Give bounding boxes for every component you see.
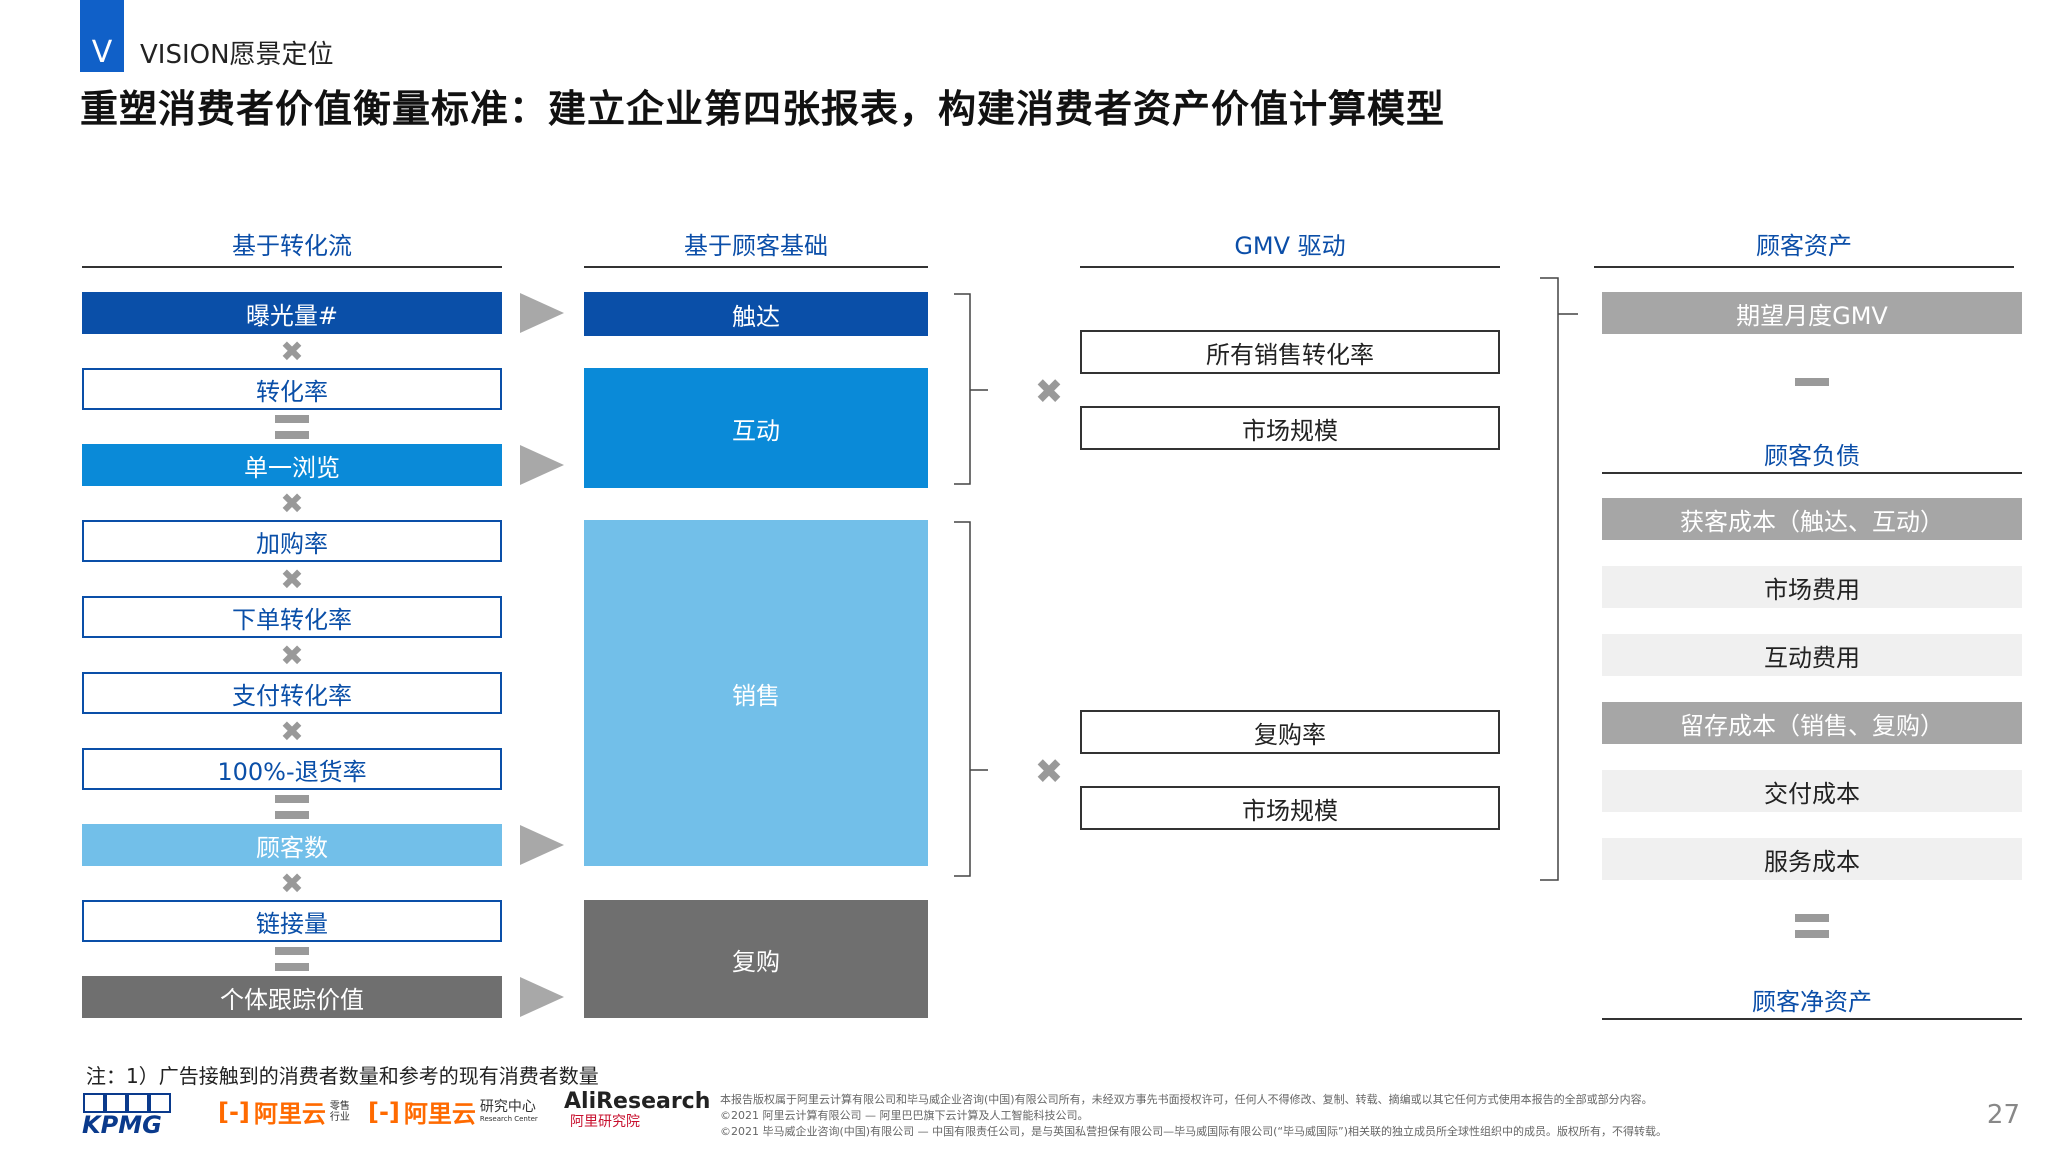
- asset-head-net-assets: 顾客净资产: [1752, 988, 1872, 1016]
- stage-box-reach: 触达: [584, 292, 928, 336]
- arrow-right-icon: [520, 825, 564, 865]
- column-divider: [1080, 266, 1500, 268]
- stage-box-interact: 互动: [584, 368, 928, 488]
- bracket-icon: [954, 521, 988, 877]
- aliyun-retail-logo: [-] 阿里云 零售 行业: [218, 1097, 350, 1129]
- section-label: VISION愿景定位: [140, 40, 334, 70]
- flow-box-add-cart-rate: 加购率: [82, 520, 502, 562]
- multiply-icon: ✖: [1034, 752, 1064, 792]
- column-header-customer-assets: 顾客资产: [1756, 232, 1852, 260]
- gmv-box-market-size: 市场规模: [1080, 406, 1500, 450]
- aliresearch-logo: AliResearch 阿里研究院: [564, 1089, 711, 1131]
- asset-box-interaction-fee: 互动费用: [1602, 634, 2022, 676]
- column-divider: [1602, 472, 2022, 474]
- multiply-icon: ✖: [280, 334, 304, 368]
- flow-box-exposure: 曝光量#: [82, 292, 502, 334]
- column-header-gmv-driven: GMV 驱动: [1234, 232, 1346, 260]
- page-title: 重塑消费者价值衡量标准：建立企业第四张报表，构建消费者资产价值计算模型: [80, 87, 1446, 131]
- gmv-box-repurchase-rate: 复购率: [1080, 710, 1500, 754]
- bracket-icon: [1540, 277, 1578, 881]
- asset-box-acquisition-cost: 获客成本（触达、互动）: [1602, 498, 2022, 540]
- kpmg-logo: KPMG: [82, 1092, 174, 1137]
- minus-icon: [1794, 372, 1830, 392]
- column-divider: [82, 266, 502, 268]
- asset-head-liability: 顾客负债: [1764, 442, 1860, 470]
- bracket-icon: [954, 293, 988, 485]
- gmv-box-market-size: 市场规模: [1080, 786, 1500, 830]
- multiply-icon: ✖: [280, 638, 304, 672]
- equals-icon: [272, 942, 312, 976]
- asset-box-service-cost: 服务成本: [1602, 838, 2022, 880]
- page-number: 27: [1986, 1100, 2020, 1130]
- flow-box-single-view: 单一浏览: [82, 444, 502, 486]
- arrow-right-icon: [520, 445, 564, 485]
- multiply-icon: ✖: [280, 866, 304, 900]
- gmv-box-all-conversion: 所有销售转化率: [1080, 330, 1500, 374]
- equals-icon: [1794, 912, 1830, 940]
- stage-box-sales: 销售: [584, 520, 928, 866]
- column-divider: [1602, 1018, 2022, 1020]
- multiply-icon: ✖: [280, 486, 304, 520]
- flow-box-link-count: 链接量: [82, 900, 502, 942]
- flow-box-return-rate: 100%-退货率: [82, 748, 502, 790]
- equals-icon: [272, 790, 312, 824]
- multiply-icon: ✖: [280, 562, 304, 596]
- asset-box-delivery-cost: 交付成本: [1602, 770, 2022, 812]
- arrow-right-icon: [520, 977, 564, 1017]
- flow-box-order-conversion: 下单转化率: [82, 596, 502, 638]
- stage-box-repurchase: 复购: [584, 900, 928, 1018]
- column-header-conversion-flow: 基于转化流: [232, 232, 352, 260]
- equals-icon: [272, 410, 312, 444]
- column-divider: [584, 266, 928, 268]
- column-divider: [1594, 266, 2014, 268]
- flow-box-individual-value: 个体跟踪价值: [82, 976, 502, 1018]
- multiply-icon: ✖: [1034, 372, 1064, 412]
- column-header-customer-base: 基于顾客基础: [684, 232, 828, 260]
- multiply-icon: ✖: [280, 714, 304, 748]
- footnote: 注：1）广告接触到的消费者数量和参考的现有消费者数量: [86, 1064, 599, 1088]
- copyright-disclaimer: 本报告版权属于阿里云计算有限公司和毕马威企业咨询(中国)有限公司所有，未经双方事…: [720, 1093, 1668, 1138]
- arrow-right-icon: [520, 293, 564, 333]
- flow-box-customers: 顾客数: [82, 824, 502, 866]
- aliyun-research-logo: [-] 阿里云 研究中心 Research Center: [368, 1097, 538, 1129]
- flow-box-conversion-rate: 转化率: [82, 368, 502, 410]
- flow-box-payment-conversion: 支付转化率: [82, 672, 502, 714]
- asset-box-market-fee: 市场费用: [1602, 566, 2022, 608]
- asset-box-expected-gmv: 期望月度GMV: [1602, 292, 2022, 334]
- section-badge: V: [80, 0, 124, 72]
- asset-box-retention-cost: 留存成本（销售、复购）: [1602, 702, 2022, 744]
